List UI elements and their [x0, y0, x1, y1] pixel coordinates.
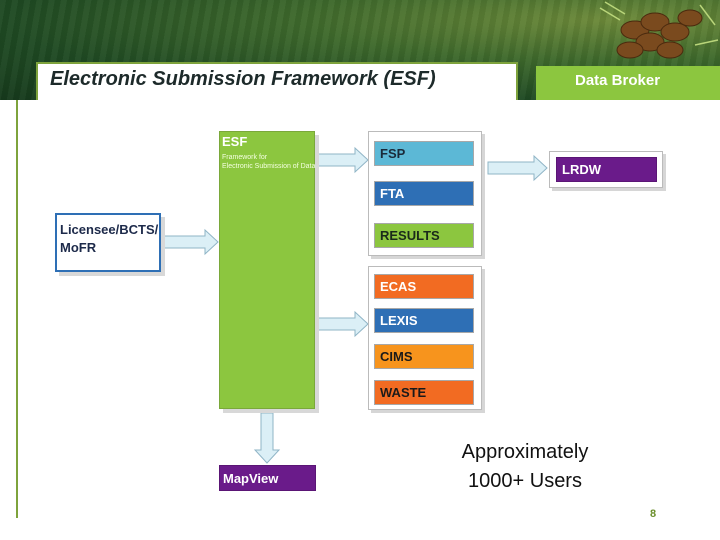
data-broker-label: Data Broker — [575, 72, 661, 89]
arrow-to-lrdw — [487, 154, 548, 182]
results-box[interactable] — [374, 223, 474, 248]
page-number: 8 — [650, 508, 657, 520]
esf-sublabel-2: Electronic Submission of Data — [222, 163, 316, 170]
fsp-label: FSP — [380, 146, 406, 161]
arrow-esf-to-mapview — [253, 412, 281, 464]
cims-box[interactable] — [374, 344, 474, 369]
users-caption: Approximately 1000+ Users — [440, 438, 610, 496]
licensee-label-1: Licensee/BCTS/ — [60, 222, 159, 237]
waste-box[interactable] — [374, 380, 474, 405]
page-title: Electronic Submission Framework (ESF) — [50, 68, 436, 90]
esf-sublabel-1: Framework for — [222, 154, 268, 161]
lrdw-label: LRDW — [562, 162, 601, 177]
arrow-esf-to-ecas — [317, 310, 369, 338]
lexis-label: LEXIS — [380, 313, 418, 328]
fta-label: FTA — [380, 186, 405, 201]
ecas-box[interactable] — [374, 274, 474, 299]
esf-box[interactable] — [219, 131, 315, 409]
lrdw-box[interactable] — [556, 157, 657, 182]
users-line-1: Approximately — [461, 441, 589, 463]
esf-label: ESF — [222, 134, 248, 149]
results-label: RESULTS — [380, 228, 440, 243]
ecas-label: ECAS — [380, 279, 417, 294]
cims-label: CIMS — [380, 349, 413, 364]
licensee-box[interactable] — [55, 213, 161, 272]
data-broker-tab — [536, 66, 720, 100]
fsp-box[interactable] — [374, 141, 474, 166]
waste-label: WASTE — [380, 385, 427, 400]
licensee-label-2: MoFR — [60, 240, 97, 255]
mapview-label: MapView — [223, 471, 279, 486]
fta-box[interactable] — [374, 181, 474, 206]
arrow-esf-to-fsp — [317, 146, 369, 174]
mapview-box[interactable] — [219, 465, 316, 491]
users-line-2: 1000+ Users — [468, 470, 582, 492]
pine-cone-icon — [599, 1, 719, 59]
lexis-box[interactable] — [374, 308, 474, 333]
left-rule — [16, 100, 18, 518]
arrow-licensee-to-esf — [162, 228, 219, 256]
title-box — [36, 62, 518, 100]
